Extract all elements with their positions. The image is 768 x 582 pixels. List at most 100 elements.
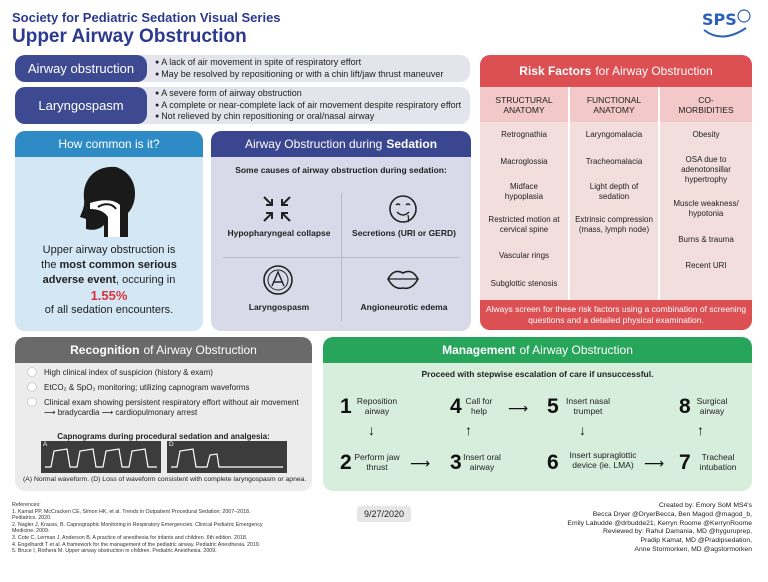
credit-line: Created by: Emory SoM MS4's (658, 502, 752, 509)
credit-line: Anne Stormorken, MD @agstormorken (634, 545, 752, 553)
step-label: Insert supraglottic device (ie. LMA) (569, 450, 637, 470)
management-title-rest: of Airway Obstruction (519, 343, 633, 357)
recognition-title-rest: of Airway Obstruction (143, 343, 257, 357)
sps-logo: SPS (700, 6, 752, 42)
risk-item: Midface hypoplasia (504, 182, 544, 201)
management-header: Management of Airway Obstruction (323, 337, 752, 363)
series-title: Society for Pediatric Sedation Visual Se… (12, 10, 281, 25)
cause-label: Secretions (URI or GERD) (352, 228, 456, 238)
common-line-5: of all sedation encounters. (44, 304, 174, 316)
definition-point: May be resolved by repositioning or with… (155, 69, 443, 81)
risk-item: Obesity (692, 130, 720, 139)
arrow-up-icon: ↑ (697, 422, 704, 438)
step-label: Call for help (465, 396, 493, 416)
reference-line: 5. Bruce I, Rothera M. Upper airway obst… (12, 548, 217, 555)
reference-line: References: (12, 502, 41, 508)
step-label: Surgical airway (696, 396, 728, 416)
common-percentage: 1.55% (90, 288, 128, 303)
definition-laryngospasm: Laryngospasm A severe form of airway obs… (15, 87, 470, 124)
step-label: Perform jaw thrust (354, 452, 400, 472)
risk-column-header: STRUCTURAL ANATOMY (480, 87, 568, 122)
reference-line: 4. Engelhardt T et al. A framework for t… (12, 541, 261, 548)
reference-line: Pediatrics. 2020. (12, 515, 52, 522)
risk-factors-panel (480, 87, 752, 300)
credit-line: Reviewed by: Rahul Damania, MD @hygurupr… (603, 528, 752, 536)
step-label: Insert oral airway (463, 452, 501, 472)
collapse-arrows-icon (263, 196, 291, 222)
risk-title-bold: Risk Factors (519, 64, 592, 78)
cause-label: Laryngospasm (248, 302, 310, 312)
step-number: 2 (340, 451, 352, 474)
step-number: 7 (679, 451, 691, 474)
how-common-text: Upper airway obstruction is the most com… (15, 243, 203, 318)
bullet-icon (27, 367, 37, 377)
credit-line: Pradip Kamat, MD @Pradipsedation, (640, 537, 752, 545)
risk-item: Macroglossia (500, 157, 548, 166)
sedation-title-pre: Airway Obstruction during (244, 137, 383, 151)
arrow-right-icon: ⟶ (508, 400, 529, 416)
capnogram-title: Capnograms during procedural sedation an… (57, 432, 270, 441)
arrow-down-icon: ↓ (579, 422, 586, 438)
drooling-face-icon (389, 195, 417, 223)
management-panel (323, 363, 752, 491)
risk-item: Restricted motion at cervical spine (488, 215, 560, 234)
definition-point: A lack of air movement in spite of respi… (155, 57, 443, 69)
date-badge: 9/27/2020 (357, 506, 411, 522)
definition-point: A complete or near-complete lack of air … (155, 100, 461, 112)
risk-divider (658, 87, 660, 300)
reference-line: 1. Kamat PP, McCracken CE, Simon HK, et … (12, 508, 251, 515)
risk-item: Tracheomalacia (585, 157, 643, 166)
recognition-item: High clinical index of suspicion (histor… (44, 368, 213, 377)
reference-line: Medicine. 2009. (12, 528, 50, 535)
recognition-title-bold: Recognition (70, 343, 140, 357)
management-title-bold: Management (442, 343, 516, 357)
logo-text: SPS (702, 10, 737, 29)
definition-point: Not relieved by chin repositioning or or… (155, 111, 461, 123)
cause-label: Hypopharyngeal collapse (227, 228, 331, 238)
definition-term: Laryngospasm (15, 87, 147, 124)
risk-title-rest: for Airway Obstruction (595, 64, 713, 78)
bullet-icon (27, 382, 37, 392)
cause-label: Angioneurotic edema (360, 302, 448, 312)
risk-screening-note: Always screen for these risk factors usi… (480, 300, 752, 330)
definition-airway-obstruction: Airway obstruction A lack of air movemen… (15, 55, 470, 82)
step-label: Reposition airway (356, 396, 398, 416)
risk-column-header: FUNCTIONAL ANATOMY (570, 87, 658, 122)
capnogram-tag-a: A (43, 441, 48, 448)
arrow-right-icon: ⟶ (410, 455, 431, 471)
page-title: Upper Airway Obstruction (12, 26, 247, 47)
risk-column-comorbidities: CO-MORBIDITIES Obesity OSA due to adenot… (660, 87, 752, 300)
step-number: 6 (547, 451, 559, 474)
risk-column-header: CO-MORBIDITIES (660, 87, 752, 122)
risk-item: OSA due to adenotonsillar hypertrophy (681, 155, 731, 184)
definition-term: Airway obstruction (15, 55, 147, 82)
risk-column-functional: FUNCTIONAL ANATOMY Laryngomalacia Trache… (570, 87, 658, 300)
recognition-item: EtCO₂ & SpO₂ monitoring; utilizing capno… (44, 383, 250, 392)
risk-item: Recent URI (685, 261, 727, 270)
risk-item: Muscle weakness/ hypotonia (673, 199, 739, 218)
risk-item: Burns & trauma (678, 235, 734, 244)
step-label: Tracheal intubation (699, 452, 737, 472)
capnogram-tag-d: D (169, 441, 174, 448)
common-line-3-bold: adverse event (42, 274, 117, 286)
step-number: 8 (679, 395, 691, 418)
reference-line: 3. Cote C, Lerman J, Anderson B. A pract… (12, 534, 248, 541)
step-number: 3 (450, 451, 462, 474)
swollen-lips-icon (387, 270, 419, 290)
arrow-right-icon: ⟶ (644, 455, 665, 471)
common-line-3: adverse event, occuring in (42, 274, 176, 286)
common-line-2: the most common serious (41, 259, 177, 271)
risk-item: Light depth of sedation (589, 182, 639, 201)
head-airway-icon (80, 166, 136, 237)
sedation-subtitle: Some causes of airway obstruction during… (235, 165, 447, 175)
reference-line: 2. Nagler J, Krauss, B. Capnographic Mon… (12, 521, 263, 528)
sedation-divider-horizontal (223, 257, 459, 258)
step-number: 4 (450, 395, 462, 418)
sedation-header: Airway Obstruction during Sedation (211, 131, 471, 157)
common-line-1: Upper airway obstruction is (42, 244, 176, 256)
management-subtitle: Proceed with stepwise escalation of care… (421, 369, 654, 379)
recognition-header: Recognition of Airway Obstruction (15, 337, 312, 363)
risk-item: Vascular rings (498, 251, 550, 260)
step-label: Insert nasal trumpet (566, 396, 610, 416)
references: References: 1. Kamat PP, McCracken CE, S… (12, 502, 282, 555)
